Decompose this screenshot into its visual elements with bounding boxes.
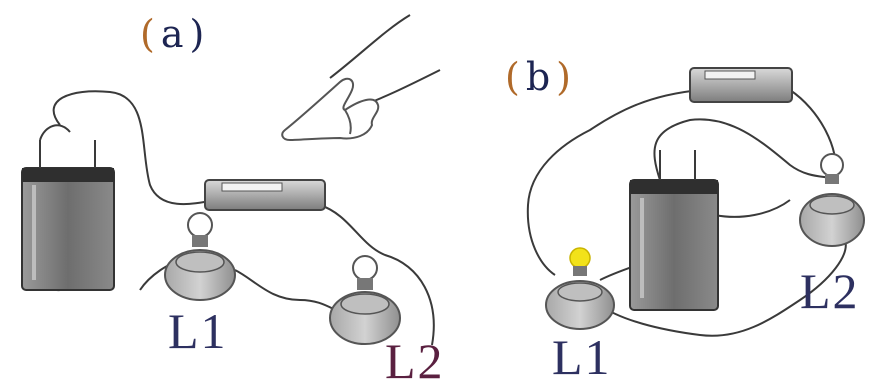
pointing-hand-icon bbox=[281, 77, 380, 142]
label-b-l1: L1 bbox=[552, 329, 612, 385]
panel-b-letter: b bbox=[525, 55, 557, 99]
wire-a-battery-to-switch bbox=[52, 90, 216, 206]
wire-b-top-loop bbox=[526, 89, 701, 276]
battery-icon bbox=[21, 124, 115, 291]
wire-a-switch-to-l2 bbox=[319, 204, 435, 346]
label-b-l2: L2 bbox=[800, 263, 860, 319]
lamp-holder-icon bbox=[799, 153, 865, 247]
lamp-holder-icon bbox=[164, 212, 236, 301]
panel-b bbox=[526, 67, 865, 337]
label-a-l2: L2 bbox=[385, 333, 445, 389]
lamp-holder-icon bbox=[545, 247, 615, 330]
wire-a-l1-to-l2 bbox=[234, 269, 341, 313]
switch-icon bbox=[204, 179, 326, 211]
label-a-l1: L1 bbox=[168, 303, 228, 359]
panel-a-letter: a bbox=[160, 12, 190, 56]
panel-b-close-paren: ) bbox=[556, 55, 577, 99]
switch-icon bbox=[689, 67, 793, 103]
lit-bulb-icon bbox=[569, 247, 591, 269]
panel-b-open-paren: ( bbox=[505, 55, 526, 99]
wire-b-bottom bbox=[599, 239, 847, 337]
wire-b-battery-top bbox=[653, 118, 836, 181]
panel-a bbox=[21, 14, 441, 346]
wire-a-hand-lead-1 bbox=[329, 14, 411, 79]
battery-icon bbox=[629, 150, 719, 311]
panel-a-close-paren: ) bbox=[189, 12, 211, 56]
lamp-holder-icon bbox=[329, 255, 401, 345]
panel-a-label: (a) bbox=[140, 12, 210, 56]
panel-b-label: (b) bbox=[505, 55, 577, 99]
wire-b-battery-to-l2 bbox=[714, 199, 791, 218]
panel-a-open-paren: ( bbox=[140, 12, 161, 56]
